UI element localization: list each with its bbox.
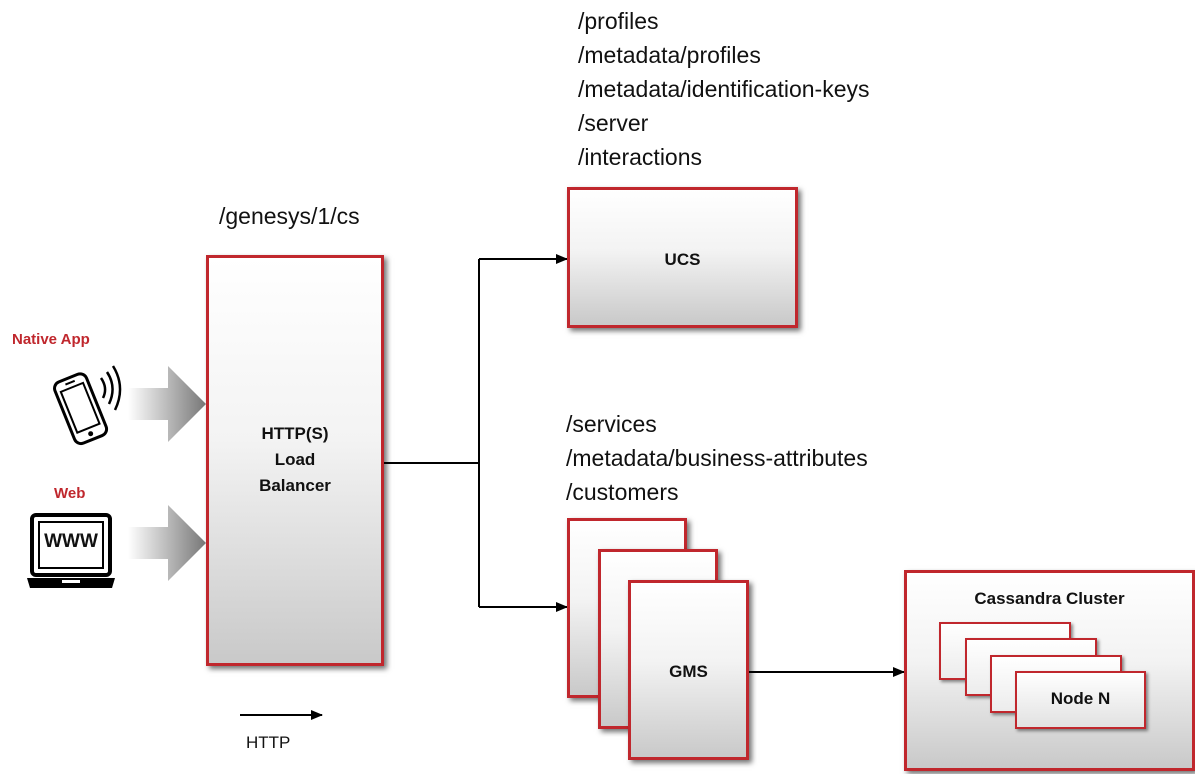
load-balancer-label: HTTP(S) Load Balancer [209, 421, 381, 499]
lb-label-line: HTTP(S) [261, 424, 329, 443]
cassandra-label: Cassandra Cluster [974, 589, 1125, 608]
native-app-label: Native App [12, 331, 90, 348]
gms-endpoint: /customers [566, 479, 679, 505]
load-balancer-box: HTTP(S) Load Balancer [206, 255, 384, 666]
lb-endpoint: /genesys/1/cs [219, 203, 360, 229]
gms-label: GMS [669, 662, 708, 681]
web-label: Web [54, 485, 86, 502]
node-n-label: Node N [1050, 689, 1111, 708]
laptop-icon [27, 513, 115, 588]
www-screen-text: WWW [44, 531, 98, 552]
node-n-box: Node N [1015, 671, 1146, 729]
ucs-endpoint: /interactions [578, 144, 703, 170]
ucs-endpoint: /server [578, 110, 649, 136]
smartphone-icon [53, 365, 122, 446]
ucs-endpoint: /metadata/profiles [578, 42, 761, 68]
ucs-endpoint-list: /profiles /metadata/profiles /metadata/i… [578, 4, 870, 174]
gms-endpoint-list: /services /metadata/business-attributes … [566, 407, 868, 509]
web-arrow [128, 505, 206, 581]
ucs-label: UCS [664, 250, 701, 269]
http-legend-label: HTTP [246, 733, 291, 752]
gms-endpoint: /services [566, 411, 657, 437]
ucs-endpoint: /profiles [578, 8, 659, 34]
lb-label-line: Load [274, 450, 316, 469]
lb-label-line: Balancer [259, 476, 331, 495]
gms-endpoint: /metadata/business-attributes [566, 445, 868, 471]
gms-box: GMS [628, 580, 749, 760]
ucs-endpoint: /metadata/identification-keys [578, 76, 870, 102]
native-app-arrow [128, 366, 206, 442]
ucs-box: UCS [567, 187, 798, 328]
